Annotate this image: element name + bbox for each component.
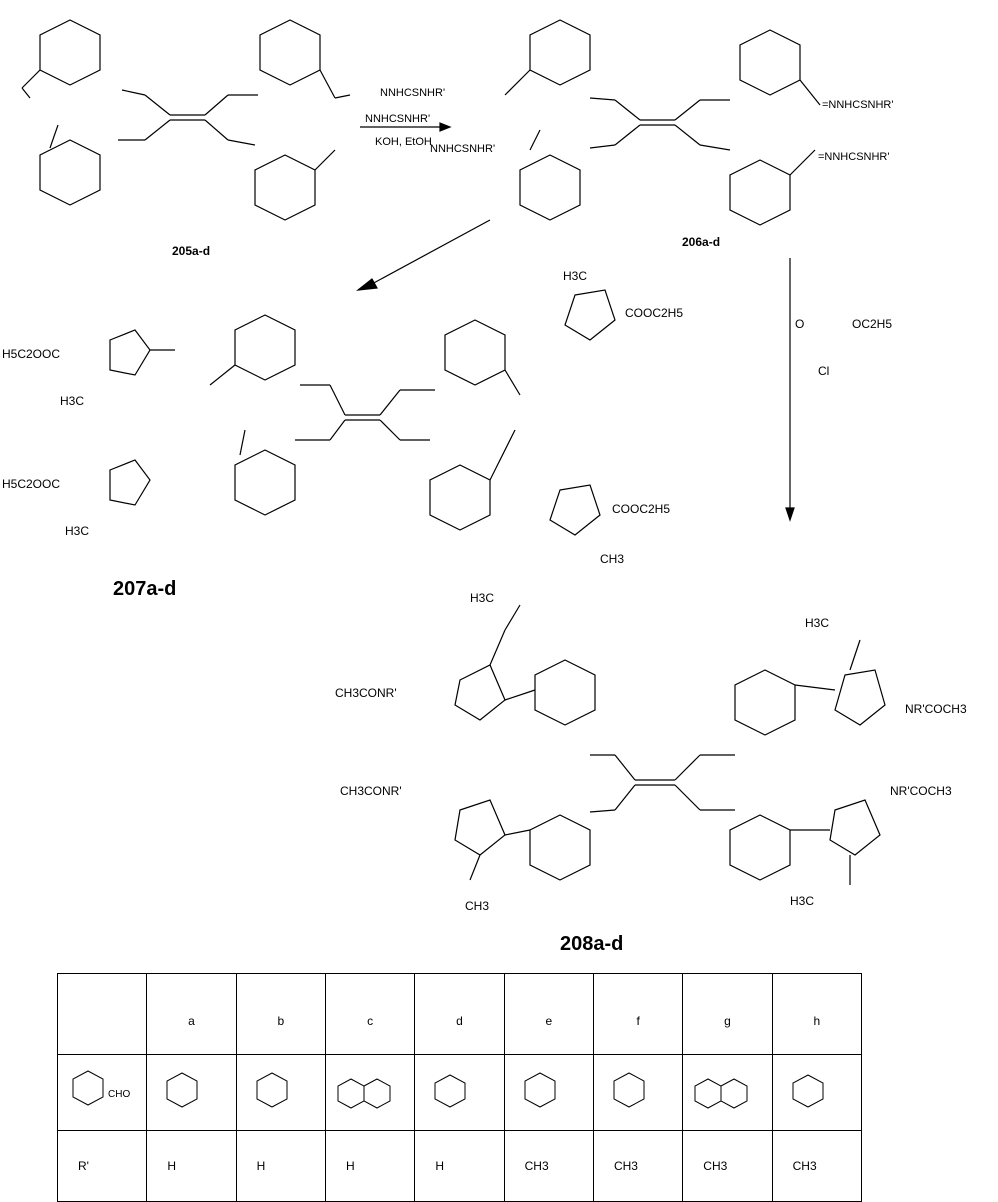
aryl-structure-cell (235, 1054, 326, 1131)
header-cell: a (146, 973, 237, 1055)
reagent-chloro-ester-oet: OC2H5 (852, 317, 892, 331)
ester-tr: COOC2H5 (625, 306, 683, 320)
hydrazone-tr: =NNHCSNHR' (822, 99, 893, 111)
aryl-structure-icon (434, 1074, 466, 1108)
label-207: 207a-d (113, 578, 176, 600)
rprime-label: R' (56, 1130, 148, 1202)
label-208: 208a-d (560, 933, 623, 955)
compound-207-structure (109, 289, 616, 536)
label-205: 205a-d (172, 244, 210, 258)
aryl-structure-cell (414, 1054, 505, 1131)
compound-205-structure (21, 19, 351, 221)
acetyl-methyl-tl: H3C (470, 591, 494, 605)
reaction-scheme: 205a-d 206a-d 207a-d 208a-d NNHCSNHR' KO… (2, 19, 967, 955)
acetyl-methyl-br: H3C (790, 894, 814, 908)
header-cell: d (414, 973, 505, 1055)
methyl-bl: H3C (65, 524, 89, 538)
rprime-value: H (414, 1130, 505, 1202)
aryl-structure-cell (771, 1054, 863, 1131)
reagent-thiosemicarbazide: NNHCSNHR' (365, 113, 430, 125)
naphthyl-structure-icon (694, 1078, 748, 1109)
rprime-value: H (146, 1130, 237, 1202)
svg-text:CHO: CHO (108, 1089, 130, 1100)
rprime-value: CH3 (771, 1130, 863, 1202)
label-206: 206a-d (682, 235, 720, 249)
general-aryl-structure: CHO (72, 1070, 130, 1106)
table-header-row: a b c d e f g h (56, 973, 863, 1055)
header-cell: h (771, 973, 863, 1055)
aryl-structure-cell (592, 1054, 684, 1131)
acetamide-bl: CH3CONR' (340, 784, 402, 798)
acetamide-br: NR'COCH3 (890, 784, 952, 798)
reagent-koh: KOH, EtOH (375, 136, 432, 148)
rprime-value: H (324, 1130, 416, 1202)
rprime-value: CH3 (682, 1130, 773, 1202)
compound-206-structure (504, 19, 821, 226)
methyl-br: CH3 (600, 552, 624, 566)
aryl-structure-icon (166, 1072, 198, 1108)
header-cell: e (503, 973, 594, 1055)
acetamide-tl: CH3CONR' (335, 686, 397, 700)
naphthyl-structure-icon (337, 1078, 391, 1109)
acetamide-tr: NR'COCH3 (905, 702, 967, 716)
acetyl-methyl-bl: CH3 (465, 899, 489, 913)
table-structure-row: CHO (56, 1054, 863, 1131)
hydrazone-tl: NNHCSNHR' (380, 87, 445, 99)
methyl-tr: H3C (563, 269, 587, 283)
aryl-structure-cell (503, 1054, 594, 1131)
header-cell: g (682, 973, 773, 1055)
reagent-chloro-ester-cl: Cl (818, 364, 829, 378)
aryl-structure-cell (146, 1054, 237, 1131)
table-rprime-row: R' H H H H CH3 CH3 CH3 CH3 (56, 1130, 863, 1202)
header-cell: b (235, 973, 326, 1055)
header-cell: c (324, 973, 416, 1055)
acetyl-methyl-tr: H3C (805, 616, 829, 630)
aryl-structure-icon (792, 1074, 824, 1108)
compound-208-structure (454, 604, 886, 885)
methyl-tl: H3C (60, 394, 84, 408)
substituent-table: a b c d e f g h CHO R' H H H H CH3 CH3 C… (56, 973, 863, 1202)
rprime-value: CH3 (503, 1130, 594, 1202)
header-cell: f (592, 973, 684, 1055)
aryl-structure-cell (324, 1054, 416, 1131)
aryl-structure-icon (524, 1072, 556, 1108)
ester-tl: H5C2OOC (2, 347, 60, 361)
ester-bl: H5C2OOC (2, 477, 60, 491)
aryl-structure-icon (613, 1072, 645, 1108)
header-cell (56, 973, 148, 1055)
aryl-structure-cell (682, 1054, 773, 1131)
rprime-value: CH3 (592, 1130, 684, 1202)
ester-br: COOC2H5 (612, 502, 670, 516)
hydrazone-br: =NNHCSNHR' (818, 151, 889, 163)
hydrazone-bl: NNHCSNHR' (430, 143, 495, 155)
rprime-value: H (235, 1130, 326, 1202)
reagent-chloro-ester-o: O (795, 317, 804, 331)
aryl-structure-icon (256, 1072, 288, 1108)
general-structure-cell: CHO (56, 1054, 148, 1131)
